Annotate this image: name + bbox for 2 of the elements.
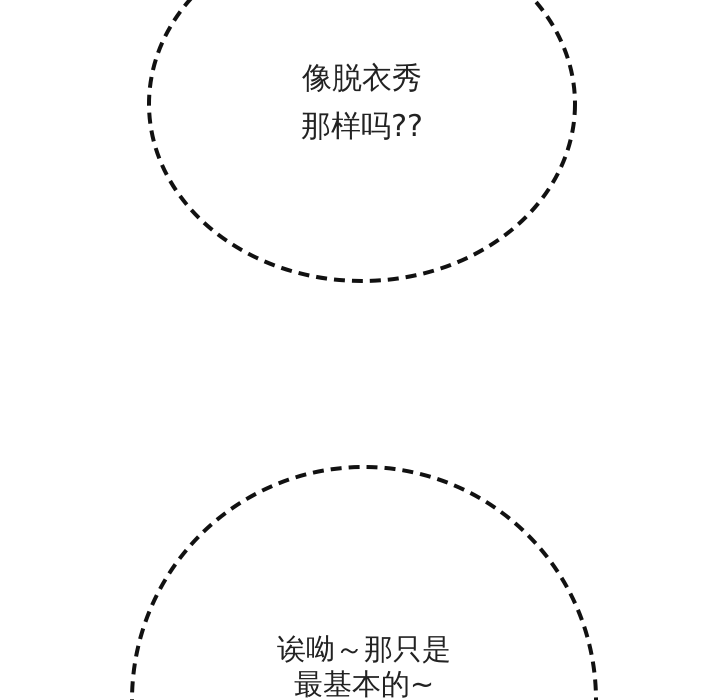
dialogue-text: 诶呦～那只是最基本的~ [276, 632, 452, 700]
dialogue-text: 像脱衣秀那样吗?? [300, 60, 424, 146]
